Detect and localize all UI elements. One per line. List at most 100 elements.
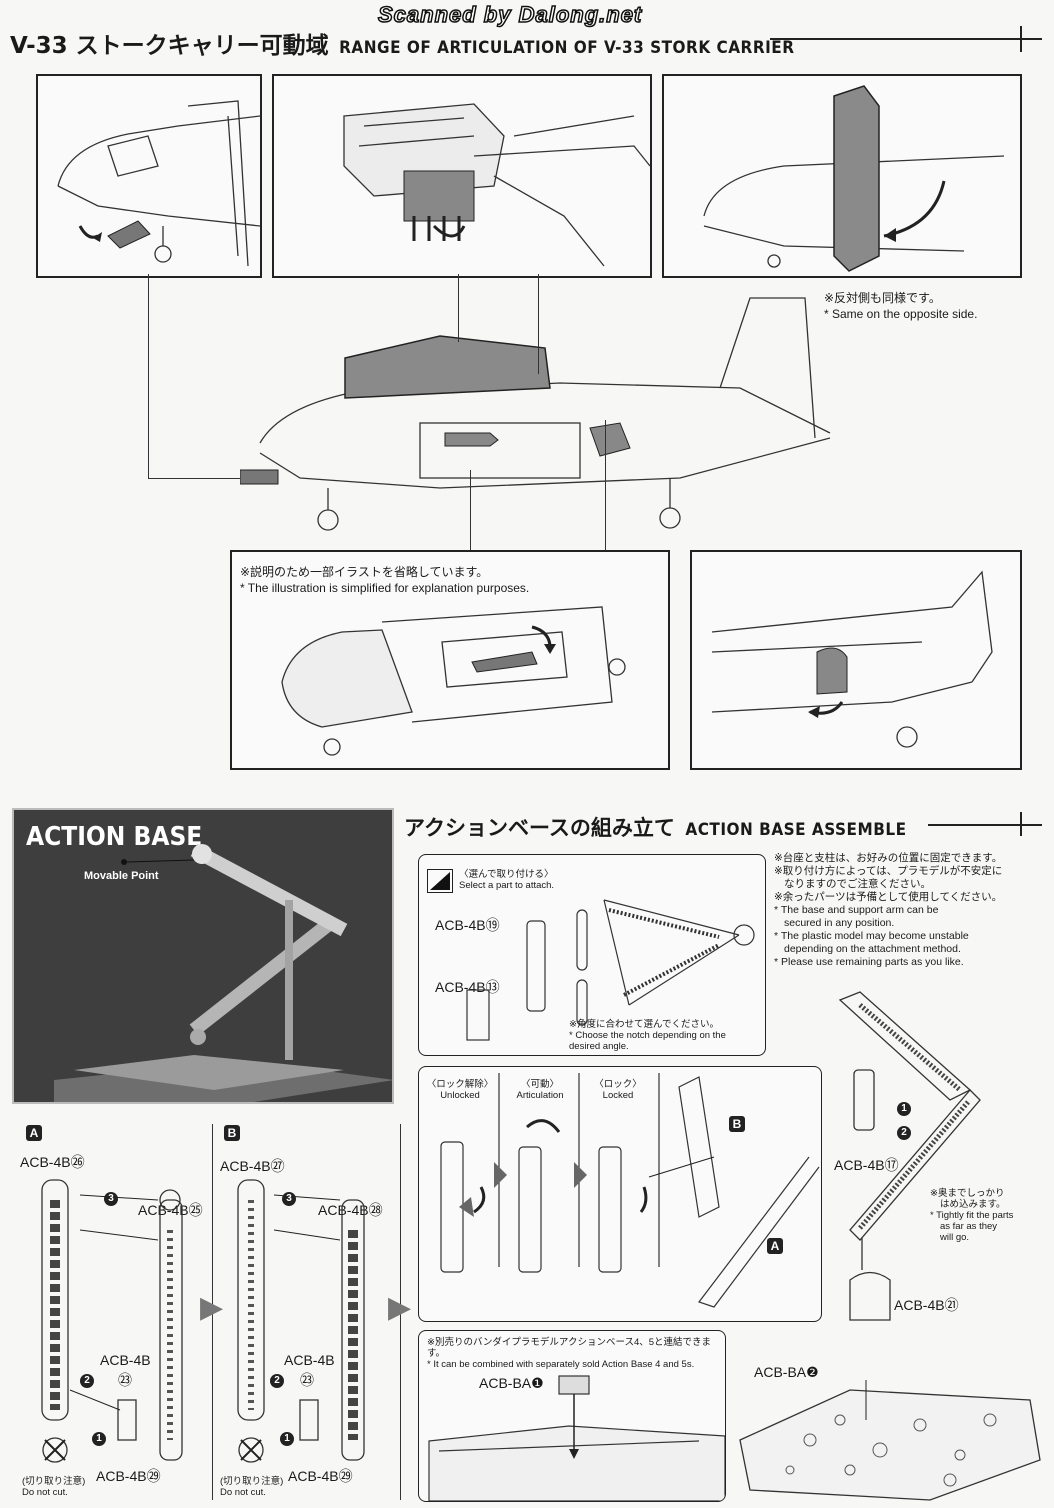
note-ja-2: なりますのでご注意ください。	[784, 878, 931, 890]
leader-line-3	[538, 274, 539, 374]
step-b-part-top: ACB-4B㉗	[220, 1158, 285, 1174]
step-divider-2	[400, 1124, 401, 1500]
unlocked-ja: 〈ロック解除〉	[426, 1079, 494, 1090]
step-a-donotcut-ja: (切り取り注意)	[22, 1476, 86, 1487]
step-b-part-small: ACB-4B	[284, 1352, 335, 1368]
step-b-donotcut: (切り取り注意) Do not cut.	[220, 1476, 283, 1498]
assemble-title-en: ACTION BASE ASSEMBLE	[685, 820, 907, 840]
articulation-title-ja: V-33 ストークキャリー可動域	[10, 33, 329, 59]
step-b-drawing	[237, 1179, 365, 1463]
note-en-4: * Please use remaining parts as you like…	[774, 956, 964, 968]
assemble-rule-tick	[1020, 812, 1022, 836]
step-a-marker-2: 2	[80, 1372, 94, 1390]
angle-note: ※角度に合わせて選んでください。 * Choose the notch depe…	[569, 1019, 759, 1052]
part-acb4b17-label: ACB-4B⑰	[834, 1157, 899, 1173]
part-acbba1-label: ACB-BA❶	[479, 1375, 544, 1391]
step-a-header: A	[26, 1124, 42, 1142]
same-opposite-ja: ※反対側も同様です。	[824, 291, 941, 305]
assemble-title-ja: アクションベースの組み立て	[404, 816, 675, 840]
same-opposite-note: ※反対側も同様です。 * Same on the opposite side.	[824, 290, 977, 322]
step-b-marker-1: 1	[280, 1430, 294, 1448]
step-a-letter: A	[26, 1125, 42, 1141]
step-b-letter: B	[224, 1125, 240, 1141]
step-a-part-bottom: ACB-4B㉙	[96, 1468, 161, 1484]
notch-select-panel: 〈選んで取り付ける〉 Select a part to attach. ACB-…	[418, 854, 766, 1056]
movable-point-label: Movable Point	[84, 870, 159, 882]
callout-b: B	[729, 1115, 745, 1133]
articulation-ja: 〈可動〉	[520, 1079, 559, 1090]
step-b-part-right: ACB-4B㉘	[318, 1202, 383, 1218]
step-b-donotcut-en: Do not cut.	[220, 1487, 266, 1498]
step-b-part-bottom: ACB-4B㉙	[288, 1468, 353, 1484]
combine-panel: ※別売りのバンダイプラモデルアクションベース4、5と連結できます。 * It c…	[418, 1330, 726, 1502]
step-a-to-b-arrow: ▶	[200, 1291, 224, 1324]
select-icon	[427, 869, 453, 893]
step-b-part-small-num: ㉓	[300, 1372, 314, 1388]
step-a-part-top: ACB-4B㉖	[20, 1154, 85, 1170]
leader-line-1	[148, 274, 149, 478]
articulation-header: V-33 ストークキャリー可動域 RANGE OF ARTICULATION O…	[10, 26, 795, 60]
callout-a-letter: A	[767, 1238, 783, 1254]
leader-line-4	[470, 470, 471, 550]
part-acbba2-label: ACB-BA❷	[754, 1364, 819, 1380]
step-b-header: B	[224, 1124, 240, 1142]
angle-en: * Choose the notch depending on the desi…	[569, 1030, 726, 1052]
step-a-part-small-num: ㉓	[118, 1372, 132, 1388]
action-base-photo: ACTION BASE Movable Point	[12, 808, 394, 1104]
combine-en: * It can be combined with separately sol…	[427, 1359, 695, 1370]
note-ja-3: ※余ったパーツは予備として使用してください。	[774, 891, 1003, 903]
panel-nose-articulation	[36, 74, 262, 278]
lock-sequence-panel: 〈ロック解除〉 Unlocked 〈可動〉 Articulation 〈ロック〉…	[418, 1066, 822, 1322]
step-a-donotcut: (切り取り注意) Do not cut.	[22, 1476, 85, 1498]
note-en-3: depending on the attachment method.	[784, 943, 961, 955]
tight-note: ※奥までしっかり はめ込みます。 * Tightly fit the parts…	[930, 1188, 1013, 1243]
step-a-donotcut-en: Do not cut.	[22, 1487, 68, 1498]
callout-a: A	[767, 1237, 783, 1255]
locked-label: 〈ロック〉 Locked	[583, 1079, 653, 1101]
header-rule-tick	[1020, 26, 1022, 52]
panel-wing-articulation	[662, 74, 1022, 278]
assemble-header: アクションベースの組み立て ACTION BASE ASSEMBLE	[404, 812, 907, 842]
step-b-donotcut-ja: (切り取り注意)	[220, 1476, 284, 1487]
arm-assembly-drawing	[838, 991, 981, 1321]
panel-side-door	[690, 550, 1022, 770]
combine-note: ※別売りのバンダイプラモデルアクションベース4、5と連結できます。 * It c…	[427, 1337, 725, 1370]
unlocked-en: Unlocked	[440, 1090, 480, 1101]
step-a-part-small: ACB-4B	[100, 1352, 151, 1368]
assemble-notes: ※台座と支柱は、お好みの位置に固定できます。 ※取り付け方によっては、プラモデル…	[774, 852, 1044, 969]
leader-line-2	[458, 274, 459, 342]
same-opposite-en: * Same on the opposite side.	[824, 307, 978, 321]
note-en-1: secured in any position.	[784, 917, 895, 929]
part-acb4b21-label: ACB-4B㉑	[894, 1297, 959, 1313]
action-base-title: ACTION BASE	[26, 822, 203, 852]
step-b-marker-2: 2	[270, 1372, 284, 1390]
leader-line-1b	[148, 478, 240, 479]
step-a-marker-1: 1	[92, 1430, 106, 1448]
combine-ja: ※別売りのバンダイプラモデルアクションベース4、5と連結できます。	[427, 1337, 712, 1359]
header-rule	[770, 38, 1042, 40]
step-b-to-assemble-arrow: ▶	[388, 1291, 412, 1324]
note-ja-1: ※取り付け方によっては、プラモデルが不安定に	[774, 865, 1003, 877]
assemble-rule	[928, 824, 1042, 826]
panel-cargo-door: ※説明のため一部イラストを省略しています。 * The illustration…	[230, 550, 670, 770]
step-1-marker: 1	[897, 1100, 911, 1118]
step-b-marker-3: 3	[282, 1190, 296, 1208]
part-acb4b19-label: ACB-4B⑲	[435, 917, 500, 933]
locked-en: Locked	[602, 1090, 634, 1101]
step-2-marker: 2	[897, 1124, 911, 1142]
watermark: Scanned by Dalong.net	[377, 1, 643, 28]
leader-line-5	[605, 420, 606, 552]
part-acb4b13-label: ACB-4B⑬	[435, 979, 500, 995]
tight-en2: as far as they	[940, 1221, 998, 1232]
step-divider-1	[212, 1124, 213, 1500]
tight-ja2: はめ込みます。	[940, 1199, 1006, 1210]
select-ja: 〈選んで取り付ける〉	[459, 869, 554, 880]
articulation-title-en: RANGE OF ARTICULATION OF V-33 STORK CARR…	[339, 38, 795, 58]
tight-ja: ※奥までしっかり	[930, 1188, 1005, 1199]
note-en-2: * The plastic model may become unstable	[774, 930, 969, 942]
note-ja-0: ※台座と支柱は、お好みの位置に固定できます。	[774, 852, 1003, 864]
unlocked-label: 〈ロック解除〉 Unlocked	[425, 1079, 495, 1101]
panel-top-articulation	[272, 74, 652, 278]
note-en-0: * The base and support arm can be	[774, 904, 939, 916]
articulation-en: Articulation	[516, 1090, 564, 1101]
